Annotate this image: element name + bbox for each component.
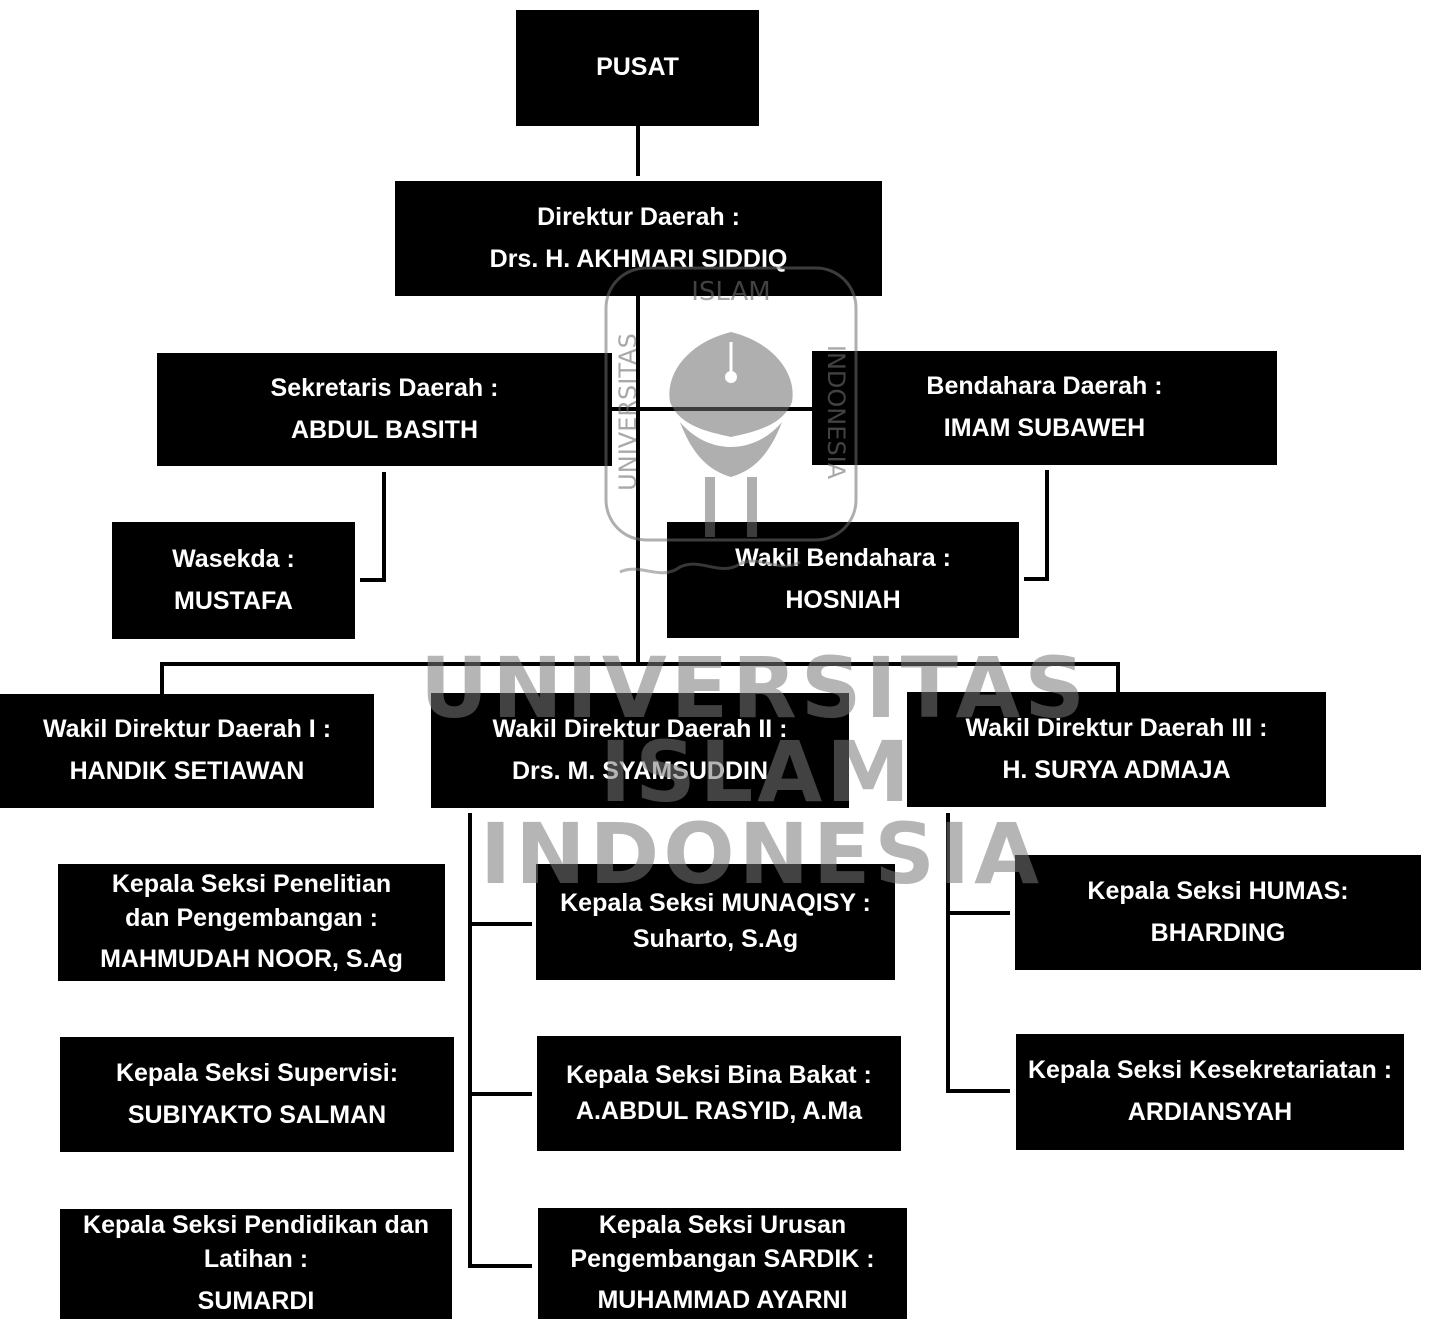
connector-pusat-direktur	[636, 126, 640, 176]
seksi-kesekretariatan-name: ARDIANSYAH	[1127, 1098, 1293, 1126]
wakil-direktur-1-box: Wakil Direktur Daerah I : HANDIK SETIAWA…	[0, 694, 374, 808]
direktur-role: Direktur Daerah :	[537, 202, 740, 231]
wakil-direktur-3-box: Wakil Direktur Daerah III : H. SURYA ADM…	[907, 692, 1326, 807]
connector-wd3-humas	[946, 911, 1010, 915]
wasekda-box: Wasekda : MUSTAFA	[112, 522, 355, 639]
connector-wd2-vertical	[468, 813, 472, 1268]
wakil-bendahara-role: Wakil Bendahara :	[735, 544, 951, 573]
connector-sekretaris-bendahara	[612, 407, 812, 411]
connector-wd3-kesekretariatan	[946, 1089, 1010, 1093]
sekretaris-daerah-box: Sekretaris Daerah : ABDUL BASITH	[157, 353, 612, 466]
connector-wakil-direktur-1-drop	[160, 662, 164, 694]
wakil-bendahara-box: Wakil Bendahara : HOSNIAH	[667, 522, 1019, 638]
connector-wd3-vertical	[946, 813, 950, 1093]
pusat-box: PUSAT	[516, 10, 759, 126]
seksi-penelitian-box: Kepala Seksi Penelitian dan Pengembangan…	[58, 864, 445, 981]
wakil-direktur-2-role: Wakil Direktur Daerah II :	[492, 714, 788, 743]
wakil-direktur-1-role: Wakil Direktur Daerah I :	[42, 715, 332, 744]
seksi-pendidikan-role: Kepala Seksi Pendidikan dan Latihan :	[83, 1211, 429, 1274]
seksi-supervisi-role: Kepala Seksi Supervisi:	[115, 1058, 399, 1087]
connector-sekretaris-wasekda	[382, 472, 386, 582]
seksi-sardik-name: MUHAMMAD AYARNI	[597, 1286, 848, 1315]
connector-wd2-munaqisy	[468, 922, 532, 926]
wakil-direktur-3-name: H. SURYA ADMAJA	[1002, 755, 1231, 784]
wakil-direktur-2-name: Drs. M. SYAMSUDDIN	[511, 756, 769, 785]
seksi-sardik-box: Kepala Seksi Urusan Pengembangan SARDIK …	[538, 1208, 907, 1319]
seksi-bina-bakat-box: Kepala Seksi Bina Bakat : A.ABDUL RASYID…	[537, 1036, 901, 1151]
pusat-label: PUSAT	[596, 53, 679, 82]
bendahara-role: Bendahara Daerah :	[926, 372, 1163, 401]
connector-trunk	[636, 296, 640, 664]
wasekda-role: Wasekda :	[172, 544, 295, 573]
wakil-direktur-1-name: HANDIK SETIAWAN	[69, 757, 305, 785]
bendahara-daerah-box: Bendahara Daerah : IMAM SUBAWEH	[812, 351, 1277, 465]
seksi-sardik-role: Kepala Seksi Urusan Pengembangan SARDIK …	[570, 1210, 875, 1273]
seksi-penelitian-role: Kepala Seksi Penelitian dan Pengembangan…	[111, 869, 392, 932]
seksi-kesekretariatan-role: Kepala Seksi Kesekretariatan :	[1027, 1056, 1393, 1085]
wakil-direktur-2-box: Wakil Direktur Daerah II : Drs. M. SYAMS…	[431, 693, 849, 808]
seksi-humas-name: BHARDING	[1150, 918, 1286, 947]
sekretaris-role: Sekretaris Daerah :	[270, 373, 499, 402]
seksi-humas-box: Kepala Seksi HUMAS: BHARDING	[1015, 855, 1421, 970]
wakil-direktur-3-role: Wakil Direktur Daerah III :	[965, 713, 1268, 742]
seksi-pendidikan-box: Kepala Seksi Pendidikan dan Latihan : SU…	[60, 1209, 452, 1319]
seksi-pendidikan-name: SUMARDI	[197, 1286, 315, 1315]
seksi-supervisi-name: SUBIYAKTO SALMAN	[127, 1100, 387, 1129]
wakil-bendahara-name: HOSNIAH	[785, 586, 901, 614]
wasekda-name: MUSTAFA	[174, 586, 293, 615]
seksi-penelitian-name: MAHMUDAH NOOR, S.Ag	[100, 945, 403, 974]
connector-wd2-bina-bakat	[468, 1092, 532, 1096]
connector-wakil-bendahara-stub	[1024, 577, 1049, 581]
seksi-humas-role: Kepala Seksi HUMAS:	[1087, 876, 1349, 905]
direktur-name: Drs. H. AKHMARI SIDDIQ	[489, 244, 788, 273]
seksi-bina-bakat-name: A.ABDUL RASYID, A.Ma	[575, 1096, 863, 1125]
sekretaris-name: ABDUL BASITH	[290, 415, 479, 444]
connector-bendahara-wakil	[1045, 470, 1049, 580]
connector-wakil-direktur-3-drop	[1116, 662, 1120, 692]
seksi-supervisi-box: Kepala Seksi Supervisi: SUBIYAKTO SALMAN	[60, 1037, 454, 1152]
connector-wasekda-stub	[360, 578, 386, 582]
connector-wakil-direktur-bar	[160, 662, 1120, 666]
seksi-kesekretariatan-box: Kepala Seksi Kesekretariatan : ARDIANSYA…	[1016, 1034, 1404, 1150]
connector-wd2-sardik	[468, 1264, 532, 1268]
seksi-munaqisy-role: Kepala Seksi MUNAQISY :	[560, 889, 871, 918]
direktur-daerah-box: Direktur Daerah : Drs. H. AKHMARI SIDDIQ	[395, 181, 882, 296]
bendahara-name: IMAM SUBAWEH	[943, 414, 1146, 442]
seksi-munaqisy-name: Suharto, S.Ag	[632, 925, 799, 953]
seksi-munaqisy-box: Kepala Seksi MUNAQISY : Suharto, S.Ag	[536, 864, 895, 980]
seksi-bina-bakat-role: Kepala Seksi Bina Bakat :	[566, 1060, 872, 1089]
